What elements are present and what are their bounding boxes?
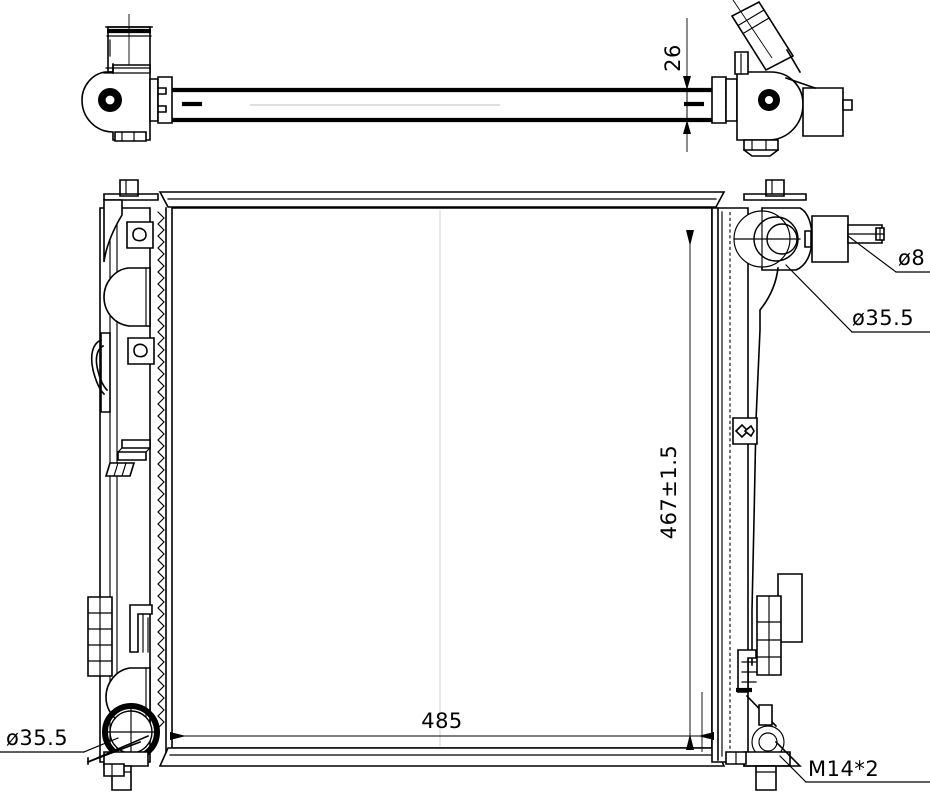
drain-plug-spigot <box>755 765 777 791</box>
right-tank-boss-bore <box>765 96 773 104</box>
callout-o8-leader-line <box>847 235 897 273</box>
right-mount-block <box>802 87 844 137</box>
top-view-right-outlet-assembly <box>711 0 853 157</box>
dimension-core-thickness-label: 26 <box>661 44 685 72</box>
right-lower-clip-ribs <box>741 661 757 683</box>
right-mount-block-bevel <box>784 76 817 90</box>
right-tank-taper-contour <box>751 267 779 666</box>
callout-bleed-port-diameter: ø8 <box>847 235 930 273</box>
upper-outlet-port <box>733 207 813 271</box>
left-core-fin-sawtooth <box>157 211 165 729</box>
top-view-left-filler-assembly <box>81 14 173 142</box>
callout-o355-lower-leader-line <box>83 737 119 753</box>
left-lower-clip-ribs <box>142 613 149 653</box>
right-tank-assembly <box>711 179 885 791</box>
drain-plug-assembly <box>743 725 802 791</box>
left-lower-ladder-bracket <box>87 596 113 677</box>
dimension-core-thickness: 26 <box>661 18 691 152</box>
dim-485-arrow-right <box>698 732 714 740</box>
callout-lower-hose-diameter: ø35.5 <box>0 726 119 753</box>
dimension-core-height: 467±1.5 <box>657 207 712 750</box>
dim-485-arrow-left <box>170 732 186 740</box>
right-lower-clip <box>737 649 757 693</box>
left-side-bracket <box>100 332 111 413</box>
left-lower-clip <box>129 604 153 653</box>
left-clip-connector <box>117 447 151 453</box>
drain-plug-inner <box>758 732 778 752</box>
callout-m14-leader-line <box>779 755 807 783</box>
dim-26-arrow-bottom <box>683 120 691 134</box>
left-tank-upper-lobe <box>103 267 151 327</box>
left-middle-mount-hole <box>133 343 148 358</box>
right-tank-neck <box>725 78 738 122</box>
callout-drain-plug-thread-label: M14*2 <box>808 757 879 781</box>
right-inlet-pipe-centerline <box>732 0 773 59</box>
left-upper-mount-hole <box>132 227 147 242</box>
left-core-header-plate <box>157 76 173 124</box>
left-tank-upper-gusset <box>103 199 123 263</box>
top-view: 26 <box>81 0 853 157</box>
drain-plug-gusset <box>743 740 802 767</box>
callout-lower-hose-diameter-label: ø35.5 <box>6 726 68 750</box>
right-upper-stud <box>765 179 785 197</box>
callout-upper-hose-diameter-label: ø35.5 <box>852 306 914 330</box>
front-view: 467±1.5 485 ø8 ø35.5 ø35.5 <box>0 179 930 791</box>
upper-tank-strip <box>158 191 726 208</box>
top-view-core-band <box>172 87 712 123</box>
dim-467-arrow-top <box>686 230 694 246</box>
right-inlet-pipe-skirt <box>785 48 802 74</box>
upper-outlet-key-slot <box>804 230 812 248</box>
left-tank-foot <box>114 131 147 142</box>
left-tank-neck <box>149 78 159 122</box>
left-tank-foot-ribs <box>121 131 135 142</box>
bleed-port-block <box>811 215 849 263</box>
right-lower-ladder-bracket <box>756 573 803 676</box>
right-gusset-block <box>758 704 773 726</box>
right-inlet-pipe-rib-b <box>743 17 770 34</box>
front-view-core <box>171 207 713 749</box>
dimension-core-width-label: 485 <box>421 709 463 733</box>
right-upper-stud-flange <box>743 193 807 201</box>
lower-outlet-crosshair <box>107 708 155 756</box>
callout-o355-upper-leader-line <box>785 264 853 333</box>
upper-outlet-crosshair <box>733 210 801 268</box>
callout-drain-plug-thread: M14*2 <box>779 755 930 783</box>
dimension-core-height-label: 467±1.5 <box>657 445 681 540</box>
left-small-tab <box>104 462 136 477</box>
left-tank-boss-bore <box>105 95 115 105</box>
lower-left-gusset-b <box>86 740 142 764</box>
left-clip-lower-blade <box>117 451 147 461</box>
left-filler-neck-flange <box>103 193 159 201</box>
left-clip-upper-blade <box>121 439 151 449</box>
dim-26-arrow-top <box>683 76 691 90</box>
dimension-core-width: 485 <box>165 692 714 752</box>
callout-bleed-port-diameter-label: ø8 <box>898 246 925 270</box>
right-inlet-pipe-rib-a <box>738 9 765 26</box>
left-small-tab-ribs <box>113 462 127 477</box>
lower-tank-strip <box>158 747 726 767</box>
lower-tank-bar <box>158 747 726 767</box>
right-inlet-pipe <box>730 0 795 72</box>
callout-upper-hose-diameter: ø35.5 <box>785 264 930 333</box>
left-side-hook-outer <box>90 338 106 396</box>
right-middle-mount-hole-right <box>743 424 755 438</box>
right-mount-tab <box>842 99 853 111</box>
left-header-notch-upper <box>157 87 167 95</box>
right-tank-foot-taper <box>742 148 780 157</box>
right-core-header-plate <box>711 76 727 124</box>
core-face-outline <box>171 207 713 749</box>
right-tank-foot <box>743 139 779 151</box>
bleed-port-tip-cross <box>875 227 885 241</box>
left-filler-neck-front <box>119 179 139 197</box>
left-tank-assembly <box>86 179 167 791</box>
left-side-hook-inner <box>95 344 109 392</box>
lower-left-boss-plate <box>103 751 149 767</box>
dim-467-arrow-bottom <box>686 734 694 750</box>
bleed-port-assembly <box>811 215 885 263</box>
right-tank-foot-ribs <box>751 139 767 151</box>
left-tank-bottom-foot <box>103 763 125 777</box>
left-header-notch-lower <box>157 105 167 113</box>
